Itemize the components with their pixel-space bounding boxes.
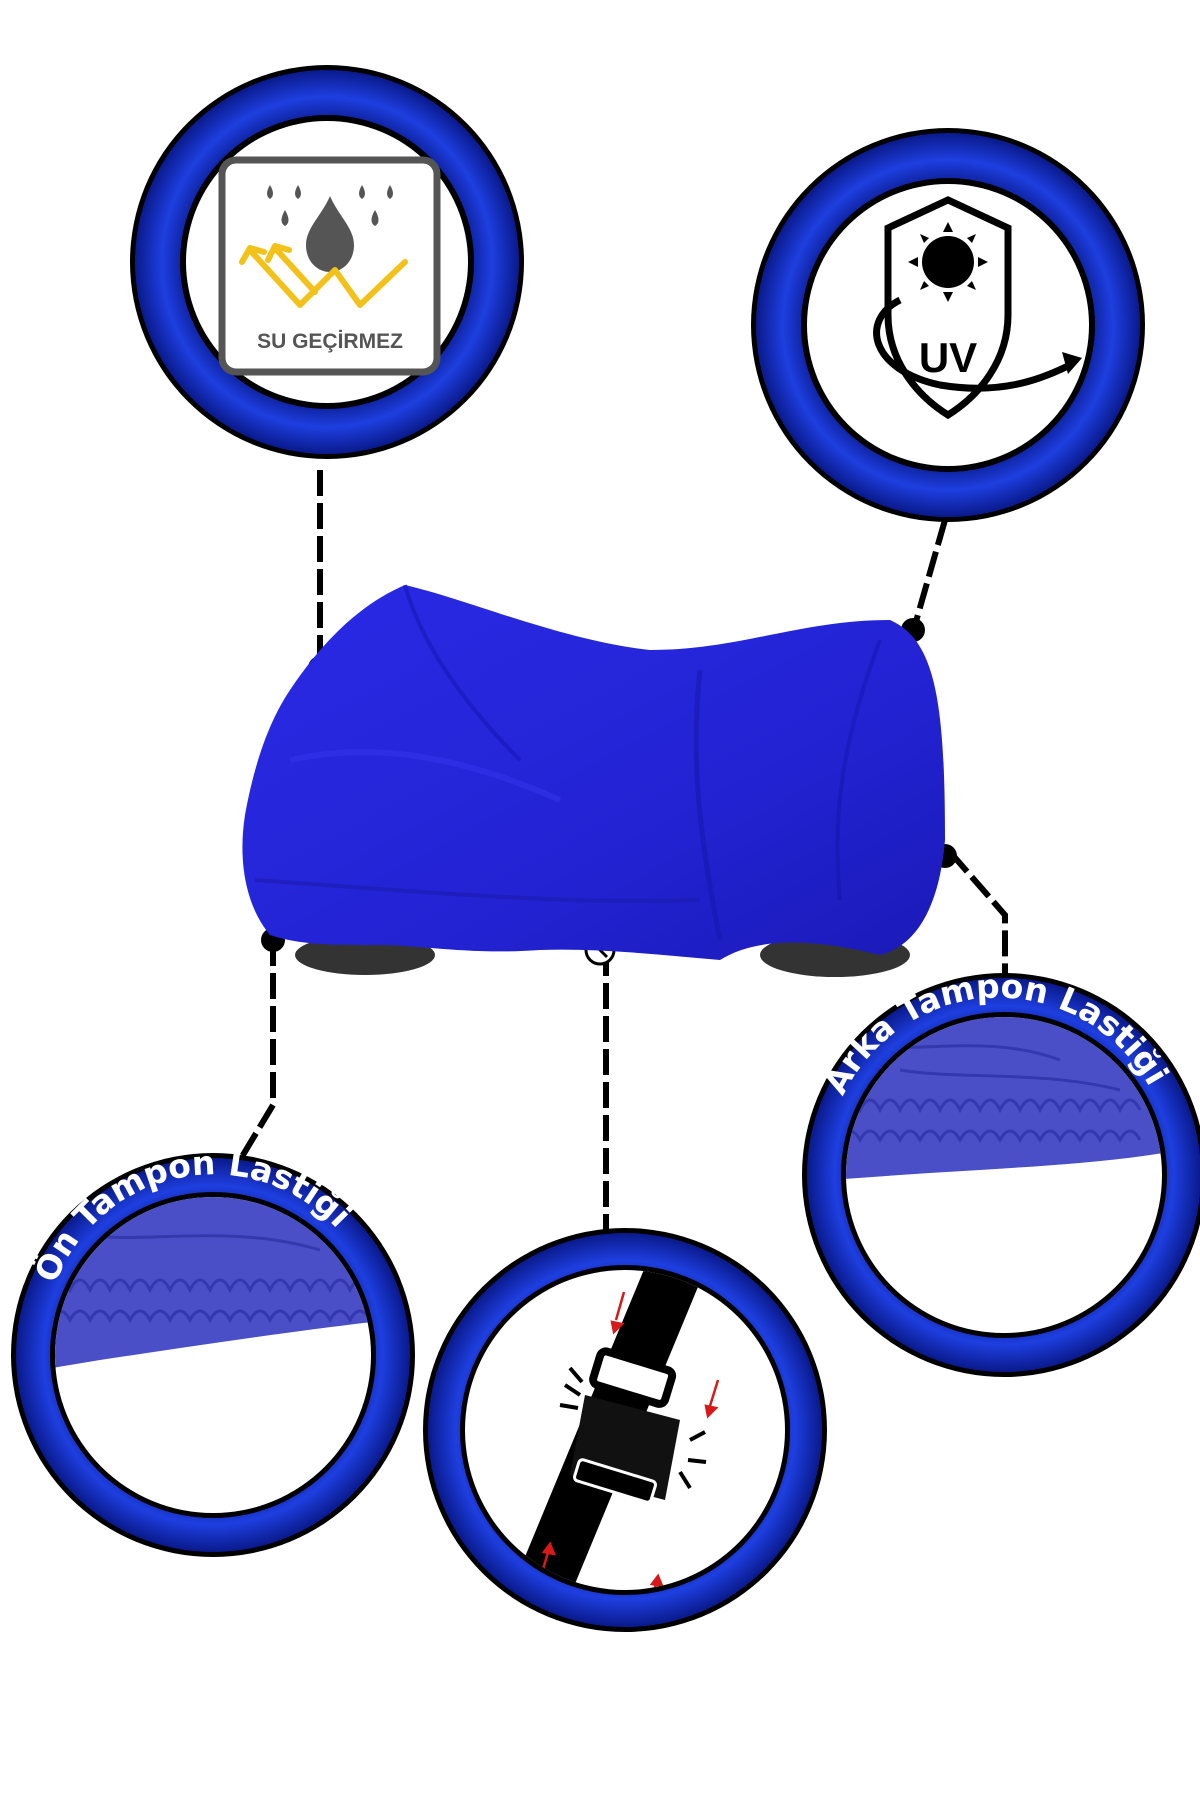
buckle-badge [423, 1228, 827, 1632]
elastic-hem-icon [846, 1017, 1162, 1180]
front-elastic-badge: Ön Tampon Lastiği [11, 1143, 415, 1557]
leader-front [237, 940, 276, 1162]
rear-elastic-badge: Arka Tampon Lastiği [802, 966, 1200, 1377]
leader-rear [947, 850, 1008, 975]
leader-uv [912, 519, 948, 626]
buckle-strap-icon [505, 1270, 720, 1590]
waterproof-label: SU GEÇİRMEZ [257, 330, 403, 353]
sun-shield-icon: UV [873, 196, 1082, 420]
uv-badge: UV [751, 128, 1145, 522]
water-drops-icon: SU GEÇİRMEZ [218, 156, 441, 376]
waterproof-badge: SU GEÇİRMEZ [130, 65, 524, 459]
motorcycle-cover [242, 584, 945, 977]
uv-label: UV [919, 334, 977, 381]
leader-lines [237, 470, 1008, 1240]
elastic-hem-icon [55, 1197, 371, 1370]
